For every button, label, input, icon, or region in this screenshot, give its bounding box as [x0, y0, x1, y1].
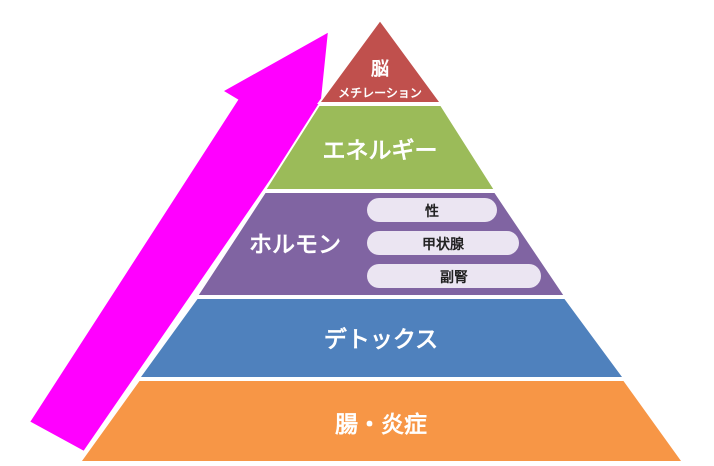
tier-energy-title: エネルギー — [323, 138, 438, 164]
tier-energy-shape — [263, 104, 497, 191]
tier-hormone: ホルモン 性 甲状腺 副腎 — [195, 191, 567, 297]
tier-gut: 腸・炎症 — [78, 379, 685, 463]
tier-detox-title: デトックス — [324, 326, 438, 353]
tier-gut-shape — [78, 379, 685, 463]
tier-detox: デトックス — [137, 297, 626, 379]
tier-brain: 脳 メチレーション — [317, 18, 443, 104]
tier-hormone-title: ホルモン — [249, 232, 341, 258]
tier-brain-shape — [317, 18, 443, 104]
tier-energy: エネルギー — [263, 104, 497, 191]
pill-sex-label: 性 — [425, 203, 439, 220]
tier-brain-title: 脳 — [371, 59, 389, 80]
pill-sex: 性 — [367, 198, 497, 222]
pill-sex-bg — [367, 198, 497, 222]
tier-gut-title: 腸・炎症 — [335, 411, 427, 438]
pill-thyroid-bg — [367, 231, 519, 255]
pill-thyroid-label: 甲状腺 — [422, 236, 465, 253]
pill-adrenal-bg — [367, 264, 541, 288]
pill-adrenal-label: 副腎 — [440, 270, 468, 286]
tier-brain-subtitle: メチレーション — [338, 86, 422, 100]
pill-thyroid: 甲状腺 — [367, 231, 519, 255]
pill-adrenal: 副腎 — [367, 264, 541, 288]
tier-detox-shape — [137, 297, 626, 379]
